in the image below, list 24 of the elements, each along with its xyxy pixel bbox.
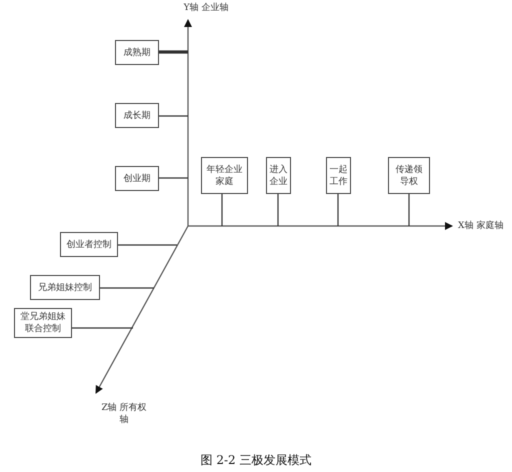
connector-line	[100, 287, 154, 289]
stage-box: 传递领导权	[388, 157, 430, 194]
connector-line	[159, 177, 188, 179]
stage-box: 成长期	[115, 103, 159, 128]
connector-line	[337, 194, 339, 226]
stage-box: 成熟期	[115, 40, 159, 65]
stage-box: 年轻企业家庭	[201, 157, 248, 194]
connector-line	[159, 50, 188, 54]
connector-line	[118, 244, 177, 246]
stage-box: 创业者控制	[60, 232, 118, 257]
stage-box: 一起工作	[326, 157, 351, 194]
stage-box: 兄弟姐妹控制	[30, 275, 100, 300]
axis-label: X轴 家庭轴	[458, 220, 504, 232]
stage-box: 进入企业	[266, 157, 291, 194]
connector-line	[159, 115, 188, 117]
stage-box: 堂兄弟姐妹联合控制	[14, 308, 72, 338]
connector-line	[277, 194, 279, 226]
figure-caption: 图 2-2 三极发展模式	[200, 452, 312, 469]
axis-label: Y轴 企业轴	[182, 2, 230, 14]
axis-label: Z轴 所有权轴	[100, 402, 148, 426]
connector-line	[72, 327, 133, 329]
connector-line	[408, 194, 410, 226]
connector-line	[221, 194, 223, 226]
stage-box: 创业期	[115, 166, 159, 191]
